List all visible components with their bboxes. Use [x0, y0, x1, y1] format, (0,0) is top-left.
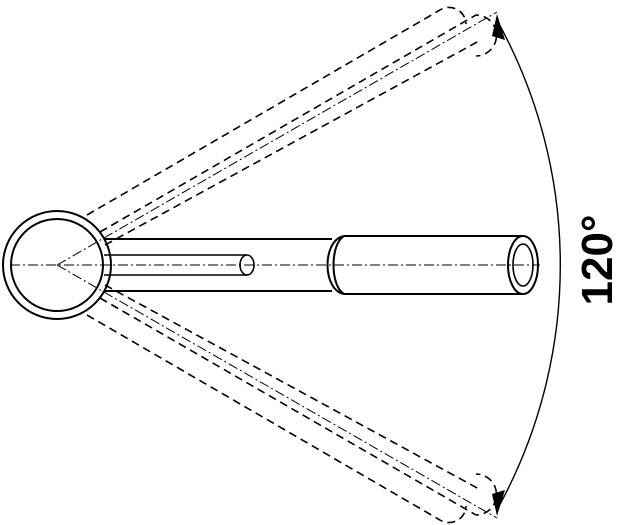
angle-dimension [492, 14, 562, 516]
collar-left [326, 235, 345, 295]
arrow-head-top [492, 14, 505, 40]
angle-dimension-arc [497, 21, 562, 509]
arrow-head-bottom [492, 490, 505, 516]
rotation-angle-label: 120° [573, 214, 622, 305]
lower-centerline [56, 264, 498, 519]
spout [104, 235, 539, 295]
inner-rod-end [239, 254, 255, 276]
spout-outlet-inner [512, 243, 534, 287]
upper-swing-position-outline [86, 6, 498, 246]
pivot-ring [2, 210, 112, 320]
spout-outlet-outer [507, 235, 539, 295]
collar-inner [332, 235, 345, 295]
lower-swing-position-outline [86, 284, 498, 524]
centerlines [10, 11, 540, 519]
upper-centerline [56, 11, 498, 266]
